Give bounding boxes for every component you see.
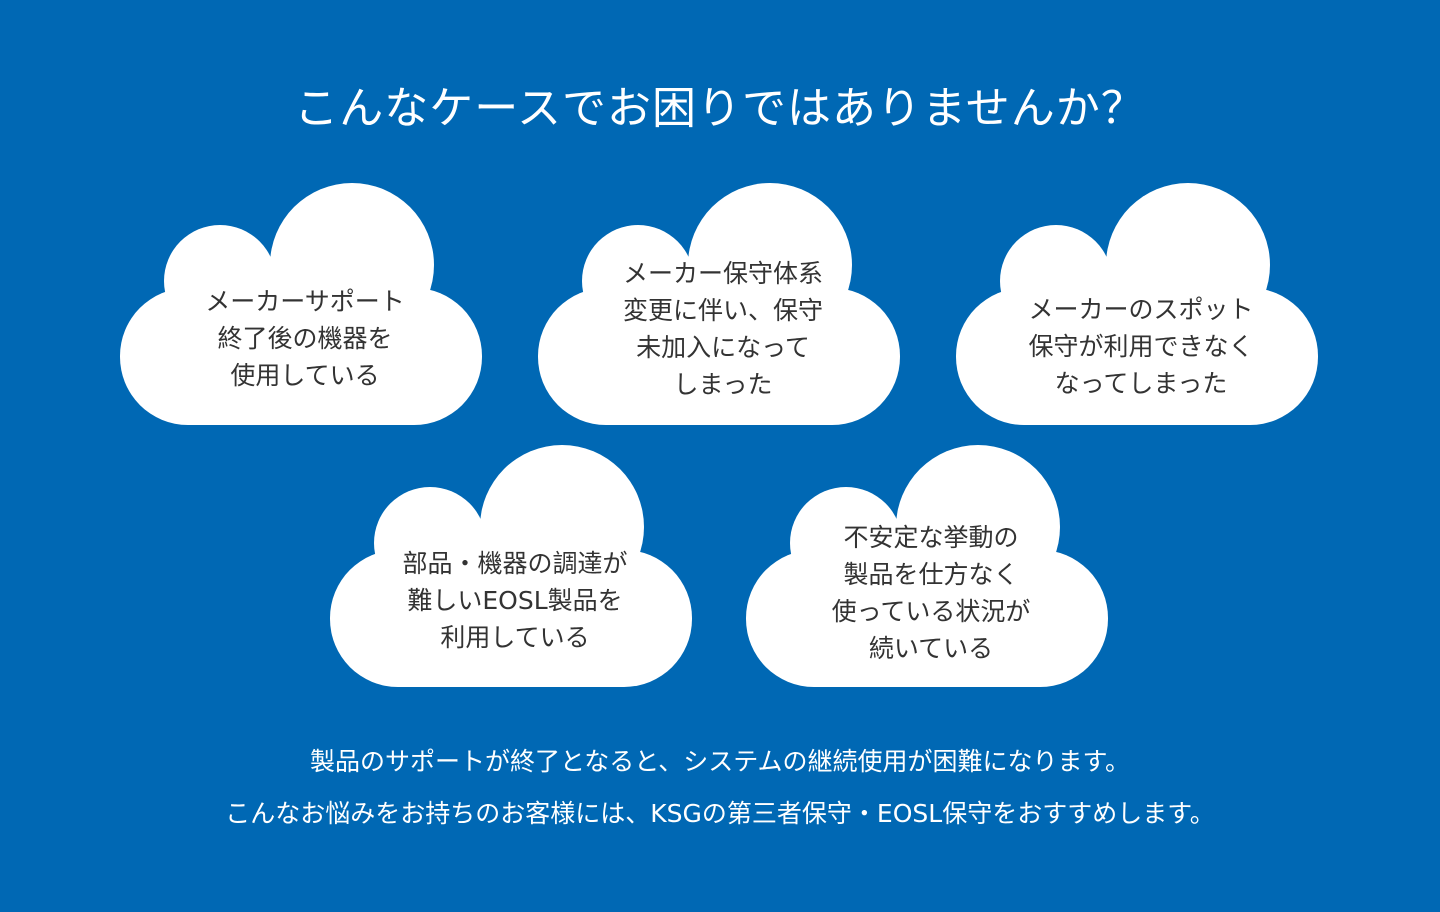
cloud-card-2: メーカー保守体系 変更に伴い、保守 未加入になって しまった [538, 183, 900, 425]
footer-line-2: こんなお悩みをお持ちのお客様には、KSGの第三者保守・EOSL保守をおすすめしま… [225, 799, 1215, 828]
cloud-line: 難しいEOSL製品を [407, 585, 623, 615]
cloud-text: 部品・機器の調達が 難しいEOSL製品を 利用している [360, 525, 670, 675]
cloud-card-1: メーカーサポート 終了後の機器を 使用している [120, 183, 482, 425]
cloud-line: なってしまった [1054, 368, 1228, 398]
cloud-text: メーカー保守体系 変更に伴い、保守 未加入になって しまった [568, 245, 878, 413]
cloud-line: 続いている [868, 634, 994, 663]
cloud-line: メーカーのスポット [1028, 294, 1254, 324]
cloud-card-5: 不安定な挙動の 製品を仕方なく 使っている状況が 続いている [746, 445, 1108, 687]
cloud-line: 保守が利用できなく [1028, 331, 1254, 361]
cloud-text: メーカーサポート 終了後の機器を 使用している [150, 263, 460, 413]
cloud-line: しまった [673, 370, 773, 399]
cloud-card-3: メーカーのスポット 保守が利用できなく なってしまった [956, 183, 1318, 425]
page-title: こんなケースでお困りではありませんか？ [294, 83, 1146, 134]
cloud-line: メーカー保守体系 [622, 259, 823, 288]
cloud-line: 部品・機器の調達が [402, 548, 628, 578]
cloud-shape-icon [330, 445, 692, 687]
cloud-shape-icon [538, 183, 900, 425]
cloud-line: 利用している [440, 622, 590, 652]
cloud-card-4: 部品・機器の調達が 難しいEOSL製品を 利用している [330, 445, 692, 687]
cloud-line: 製品を仕方なく [843, 560, 1019, 589]
cloud-text: 不安定な挙動の 製品を仕方なく 使っている状況が 続いている [776, 509, 1086, 677]
cloud-line: 未加入になって [636, 333, 810, 362]
cloud-text: メーカーのスポット 保守が利用できなく なってしまった [986, 271, 1296, 421]
cloud-shape-icon [956, 183, 1318, 425]
cloud-shape-icon [746, 445, 1108, 687]
cloud-line: 終了後の機器を [217, 323, 393, 353]
cloud-line: 使っている状況が [831, 597, 1031, 626]
footer-line-1: 製品のサポートが終了となると、システムの継続使用が困難になります。 [309, 747, 1130, 776]
cloud-line: 不安定な挙動の [843, 523, 1019, 552]
cloud-line: 使用している [230, 360, 380, 390]
cloud-shape-icon [120, 183, 482, 425]
cloud-line: メーカーサポート [205, 286, 405, 316]
cloud-line: 変更に伴い、保守 [622, 296, 823, 325]
